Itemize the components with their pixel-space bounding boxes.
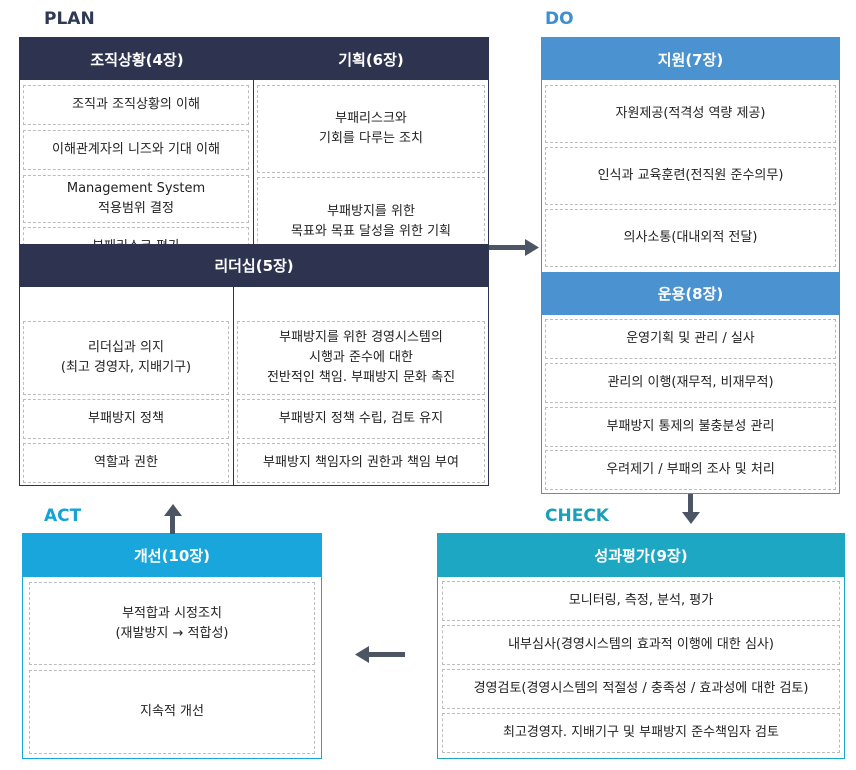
leadership-header: 리더십(5장) bbox=[20, 244, 488, 287]
operation-item: 부패방지 통제의 불충분성 관리 bbox=[545, 407, 836, 447]
evaluation-item: 내부심사(경영시스템의 효과적 이행에 대한 심사) bbox=[442, 625, 840, 665]
performance-evaluation-header: 성과평가(9장) bbox=[438, 534, 844, 577]
act-panel: 개선(10장) 부적합과 시정조치 (재발방지 → 적합성) 지속적 개선 bbox=[22, 533, 322, 759]
leadership-left-item: 부패방지 정책 bbox=[23, 399, 229, 439]
support-item: 인식과 교육훈련(전직원 준수의무) bbox=[545, 147, 836, 205]
do-to-check-arrow-icon bbox=[682, 494, 700, 524]
improvement-item: 지속적 개선 bbox=[29, 670, 315, 754]
evaluation-item: 최고경영자. 지배기구 및 부패방지 준수책임자 검토 bbox=[442, 713, 840, 753]
org-item: 조직과 조직상황의 이해 bbox=[23, 85, 249, 125]
support-item: 의사소통(대내외적 전달) bbox=[545, 209, 836, 267]
do-panel: 지원(7장) 자원제공(적격성 역량 제공) 인식과 교육훈련(전직원 준수의무… bbox=[541, 37, 840, 494]
improvement-header: 개선(10장) bbox=[23, 534, 321, 577]
leadership-column-divider bbox=[233, 287, 234, 486]
org-context-header: 조직상황(4장) bbox=[20, 38, 254, 80]
planning-header: 기획(6장) bbox=[254, 38, 488, 80]
act-to-plan-arrow-icon bbox=[164, 504, 182, 534]
operation-item: 우려제기 / 부패의 조사 및 처리 bbox=[545, 450, 836, 490]
phase-label-plan: PLAN bbox=[44, 9, 95, 29]
check-panel: 성과평가(9장) 모니터링, 측정, 분석, 평가 내부심사(경영시스템의 효과… bbox=[437, 533, 845, 759]
org-item: Management System 적용범위 결정 bbox=[23, 175, 249, 223]
org-item: 이해관계자의 니즈와 기대 이해 bbox=[23, 130, 249, 170]
support-header: 지원(7장) bbox=[542, 38, 839, 80]
plan-panel: 조직상황(4장) 기획(6장) 조직과 조직상황의 이해 이해관계자의 니즈와 … bbox=[19, 37, 489, 486]
check-to-act-arrow-icon bbox=[355, 646, 405, 663]
planning-item: 부패리스크와 기회를 다루는 조치 bbox=[257, 85, 485, 173]
leadership-right-item: 부패방지를 위한 경영시스템의 시행과 준수에 대한 전반적인 책임. 부패방지… bbox=[237, 321, 485, 395]
operation-item: 관리의 이행(재무적, 비재무적) bbox=[545, 363, 836, 403]
leadership-right-item: 부패방지 정책 수립, 검토 유지 bbox=[237, 399, 485, 439]
plan-to-do-arrow-icon bbox=[489, 239, 539, 256]
phase-label-check: CHECK bbox=[545, 506, 609, 526]
evaluation-item: 경영검토(경영시스템의 적절성 / 충족성 / 효과성에 대한 검토) bbox=[442, 669, 840, 709]
leadership-left-item: 역할과 권한 bbox=[23, 443, 229, 483]
phase-label-do: DO bbox=[545, 9, 574, 29]
leadership-left-item: 리더십과 의지 (최고 경영자, 지배기구) bbox=[23, 321, 229, 395]
leadership-right-item: 부패방지 책임자의 권한과 책임 부여 bbox=[237, 443, 485, 483]
operation-header: 운용(8장) bbox=[542, 272, 839, 315]
plan-column-divider bbox=[253, 80, 254, 244]
improvement-item: 부적합과 시정조치 (재발방지 → 적합성) bbox=[29, 582, 315, 665]
support-item: 자원제공(적격성 역량 제공) bbox=[545, 85, 836, 143]
operation-item: 운영기획 및 관리 / 실사 bbox=[545, 319, 836, 359]
phase-label-act: ACT bbox=[44, 506, 82, 526]
evaluation-item: 모니터링, 측정, 분석, 평가 bbox=[442, 581, 840, 621]
